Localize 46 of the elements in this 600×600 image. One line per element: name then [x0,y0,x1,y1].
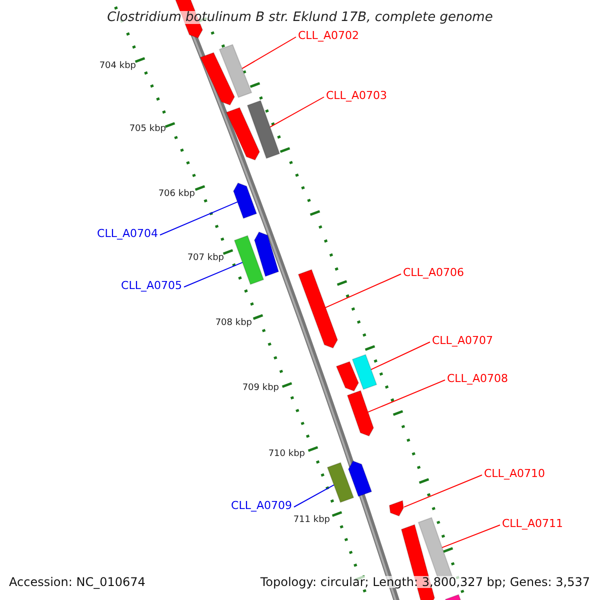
leader-line [184,262,243,288]
gene-bar [352,354,378,390]
gene-bar [444,594,462,600]
gene-label: CLL_A0711 [502,518,563,529]
gene-label: CLL_A0703 [326,90,387,101]
leader-line [325,274,402,308]
leader-line [404,474,482,508]
leader-line [270,96,324,128]
leader-line [368,380,446,413]
gene-label: CLL_A0706 [403,267,464,278]
gene-label: CLL_A0708 [447,373,508,384]
gene-bar [348,460,372,498]
scale-label: 711 kbp [293,516,330,525]
scale-label: 706 kbp [158,190,195,199]
scale-label: 707 kbp [187,254,224,263]
scale-label: 708 kbp [215,319,252,328]
title: Clostridium botulinum B str. Eklund 17B, complete genome [107,11,493,24]
scale-label: 705 kbp [129,125,166,134]
gene-label: CLL_A0710 [484,468,545,479]
leader-line [442,524,500,548]
gene-bar [218,44,252,98]
leader-line [242,36,296,70]
scale-label: 709 kbp [242,384,279,393]
leader-line [370,342,430,370]
footer-text: Topology: circular; Length: 3,800,327 bp; Genes: 3,537 [260,576,590,588]
footer-text: Accession: NC_010674 [9,576,146,588]
gene-bar [200,52,236,106]
gene-bar [226,106,260,161]
gene-bar [234,234,264,286]
gene-label: CLL_A0705 [121,280,182,291]
leader-line [294,484,334,508]
scale-label: 710 kbp [268,450,305,459]
gene-label: CLL_A0709 [231,500,292,511]
gene-bar [326,462,354,504]
scale-label: 704 kbp [99,62,136,71]
gene-label: CLL_A0702 [298,30,359,41]
gene-bar [388,500,404,517]
gene-bar [246,100,280,160]
gene-bar [298,268,338,349]
gene-bar [336,360,360,392]
gene-bar [232,182,258,220]
gene-bar [254,231,280,278]
gene-label: CLL_A0704 [97,228,158,239]
gene-label: CLL_A0707 [432,335,493,346]
leader-line [160,201,238,236]
gene-bar [346,390,374,437]
